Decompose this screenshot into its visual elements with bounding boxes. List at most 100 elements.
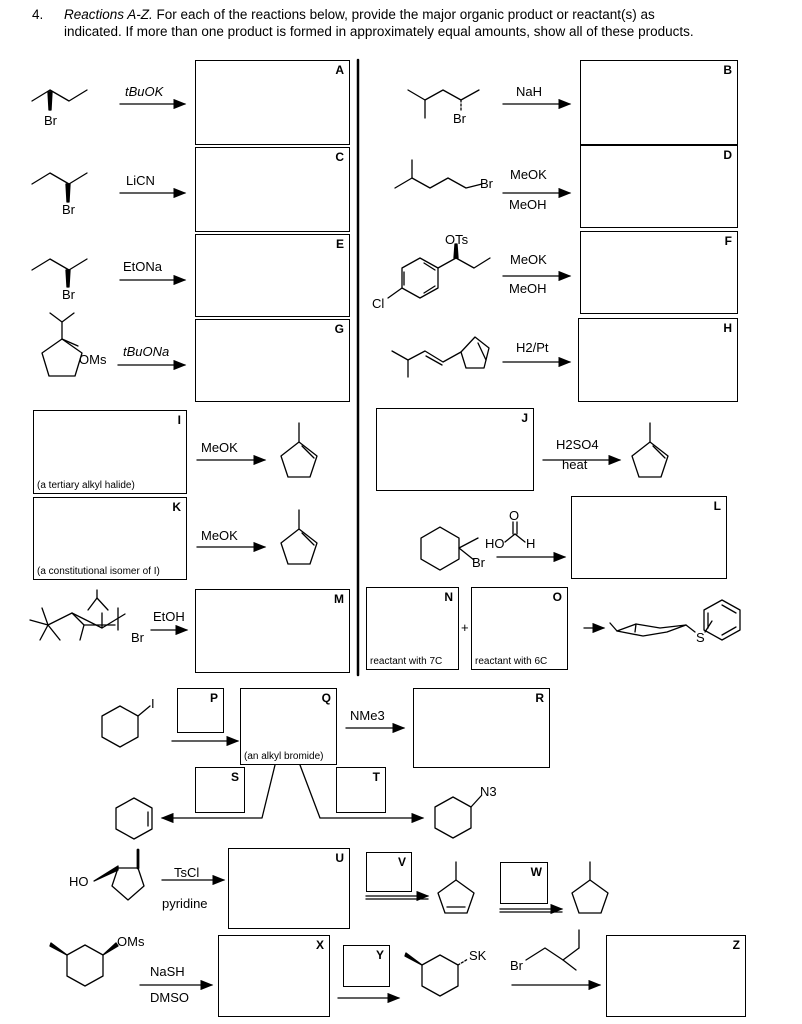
box-caption-o: reactant with 6C [475, 656, 548, 667]
box-caption-n: reactant with 7C [370, 656, 443, 667]
atom-s-product: S [696, 630, 705, 645]
molecule-methylcyclopentanol [93, 848, 145, 901]
box-label-a: A [335, 63, 344, 77]
answer-box-e[interactable]: E [195, 234, 350, 317]
answer-box-m[interactable]: M [195, 589, 350, 673]
answer-box-i[interactable]: I (a tertiary alkyl halide) [33, 410, 187, 494]
answer-box-g[interactable]: G [195, 319, 350, 402]
question-text: Reactions A-Z. For each of the reactions… [64, 6, 796, 23]
answer-box-l[interactable]: L [571, 496, 727, 579]
box-label-q: Q [321, 691, 331, 705]
reagent-dmso: DMSO [150, 990, 189, 1005]
atom-br-c: Br [62, 202, 75, 217]
box-label-s: S [230, 770, 239, 784]
instruction-line-2: indicated. If more than one product is f… [64, 24, 694, 39]
answer-box-h[interactable]: H [578, 318, 738, 402]
reagent-nash: NaSH [150, 964, 185, 979]
box-label-h: H [723, 321, 732, 335]
answer-box-c[interactable]: C [195, 147, 350, 232]
molecule-2-bromobutane-a [31, 89, 88, 111]
answer-box-v[interactable]: V [366, 852, 412, 892]
reagent-h2so4: H2SO4 [556, 437, 599, 452]
answer-box-y[interactable]: Y [343, 945, 390, 987]
atom-br-l: Br [472, 555, 485, 570]
box-label-z: Z [732, 938, 740, 952]
molecule-cyclohexene [115, 797, 153, 840]
atom-br-b: Br [453, 111, 466, 126]
arrow-t [299, 764, 425, 824]
answer-box-b[interactable]: B [580, 60, 738, 145]
answer-box-w[interactable]: W [500, 862, 548, 904]
molecule-formic-acid [504, 521, 526, 543]
answer-box-a[interactable]: A [195, 60, 350, 145]
molecule-cyclohexyl-mesylate [49, 942, 119, 987]
answer-box-r[interactable]: R [413, 688, 550, 768]
molecule-methylcyclopentene-v [437, 861, 475, 914]
atom-o-l: O [509, 508, 520, 523]
instruction-line-1: For each of the reactions below, provide… [152, 7, 655, 22]
box-label-w: W [530, 865, 542, 879]
molecule-methylcyclopentene-i [280, 422, 318, 478]
answer-box-z[interactable]: Z [606, 935, 746, 1017]
molecule-bromomethylcyclohexane [420, 526, 479, 571]
answer-box-p[interactable]: P [177, 688, 224, 733]
arrow-s [160, 764, 276, 824]
reagent-meok-d: MeOK [510, 167, 547, 182]
reagent-tbuona: tBuONa [123, 344, 170, 359]
atom-br-m: Br [131, 630, 144, 645]
question-number: 4. [32, 7, 44, 22]
box-caption-i: (a tertiary alkyl halide) [37, 480, 135, 491]
reagent-licn: LiCN [126, 173, 155, 188]
box-label-g: G [334, 322, 344, 336]
answer-box-d[interactable]: D [580, 145, 738, 228]
molecule-1-bromo-methylpentane [394, 159, 483, 189]
answer-box-s[interactable]: S [195, 767, 245, 813]
box-label-x: X [315, 938, 324, 952]
atom-cl-f: Cl [372, 296, 385, 311]
box-label-k: K [172, 500, 181, 514]
atom-h-l: H [526, 536, 536, 551]
reagent-nme3: NMe3 [350, 708, 385, 723]
box-label-f: F [724, 234, 732, 248]
box-label-n: N [444, 590, 453, 604]
reagent-meok-i: MeOK [201, 440, 238, 455]
reagent-etoh: EtOH [153, 609, 185, 624]
answer-box-x[interactable]: X [218, 935, 330, 1017]
box-caption-q: (an alkyl bromide) [244, 751, 324, 762]
molecule-alkenyl-cyclopentene [391, 336, 490, 378]
molecule-cyclopentyl-mesylate [41, 312, 83, 377]
atom-ots-f: OTs [445, 232, 469, 247]
box-label-b: B [723, 63, 732, 77]
answer-box-f[interactable]: F [580, 231, 738, 314]
box-label-p: P [209, 691, 218, 705]
answer-box-j[interactable]: J [376, 408, 534, 491]
box-label-t: T [372, 770, 380, 784]
atom-ho-u: HO [69, 874, 89, 889]
atom-n3: N3 [480, 784, 497, 799]
reagent-meoh-f: MeOH [509, 281, 547, 296]
answer-box-u[interactable]: U [228, 848, 350, 929]
answer-box-t[interactable]: T [336, 767, 386, 813]
answer-box-k[interactable]: K(a constitutional isomer of I) [33, 497, 187, 580]
box-label-y: Y [375, 948, 384, 962]
box-label-o: O [552, 590, 562, 604]
molecule-iodocyclohexane [101, 705, 151, 748]
answer-box-q[interactable]: Q (an alkyl bromide) [240, 688, 337, 765]
reagent-pyridine: pyridine [162, 896, 208, 911]
reagent-h2pt: H2/Pt [516, 340, 549, 355]
atom-i: I [151, 696, 155, 711]
atom-oms-x: OMs [117, 934, 145, 949]
box-label-i: I [177, 413, 181, 427]
reagent-nah: NaH [516, 84, 543, 99]
plus-sign: + [461, 620, 469, 635]
molecule-methylcyclopentene-k [280, 509, 318, 565]
reagent-meok-k: MeOK [201, 528, 238, 543]
reagent-tbuok: tBuOK [125, 84, 164, 99]
molecule-methylcyclopentene-j [631, 422, 669, 478]
reagent-meoh-d: MeOH [509, 197, 547, 212]
box-label-m: M [334, 592, 344, 606]
molecule-methylcyclopentane [571, 861, 609, 914]
